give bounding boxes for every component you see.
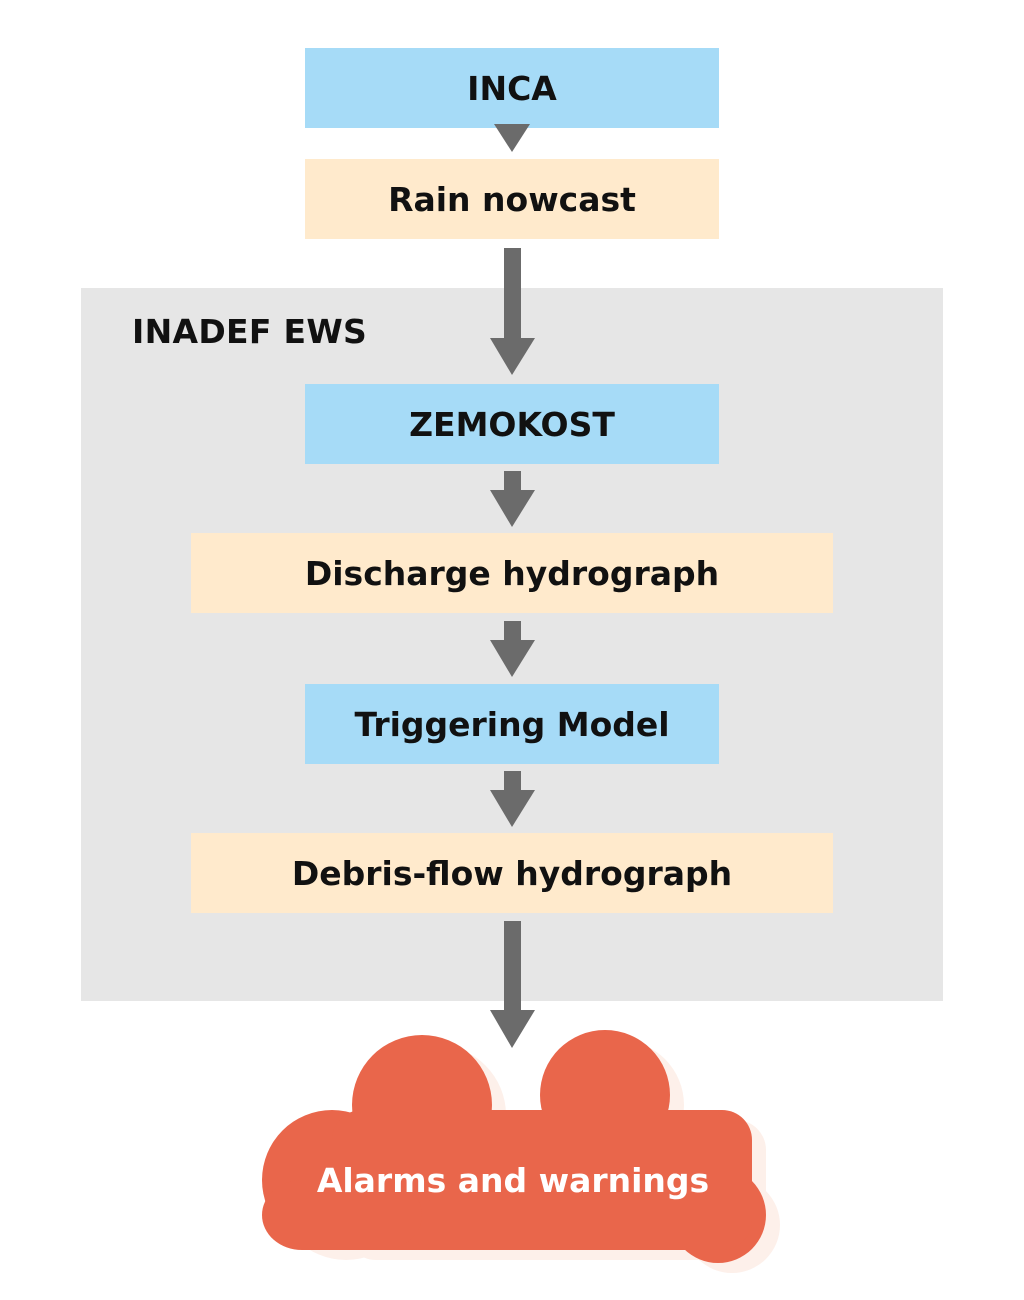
node-debris-flow-hydrograph: Debris-flow hydrograph	[191, 833, 833, 913]
node-rain-nowcast: Rain nowcast	[305, 159, 719, 239]
arrow-inca-to-rain-nowcast	[494, 124, 530, 152]
arrow-triggering-to-debris-flow	[490, 771, 535, 827]
arrow-zemokost-to-discharge	[490, 471, 535, 527]
node-triggering-model: Triggering Model	[305, 684, 719, 764]
node-alarms-and-warnings: Alarms and warnings	[316, 1160, 710, 1200]
arrow-discharge-to-triggering	[490, 621, 535, 677]
group-label: INADEF EWS	[132, 312, 368, 351]
arrow-rain-nowcast-to-zemokost	[490, 248, 535, 375]
node-inca: INCA	[305, 48, 719, 128]
arrow-debris-flow-to-alarms	[490, 921, 535, 1048]
node-zemokost: ZEMOKOST	[305, 384, 719, 464]
node-discharge-hydrograph: Discharge hydrograph	[191, 533, 833, 613]
